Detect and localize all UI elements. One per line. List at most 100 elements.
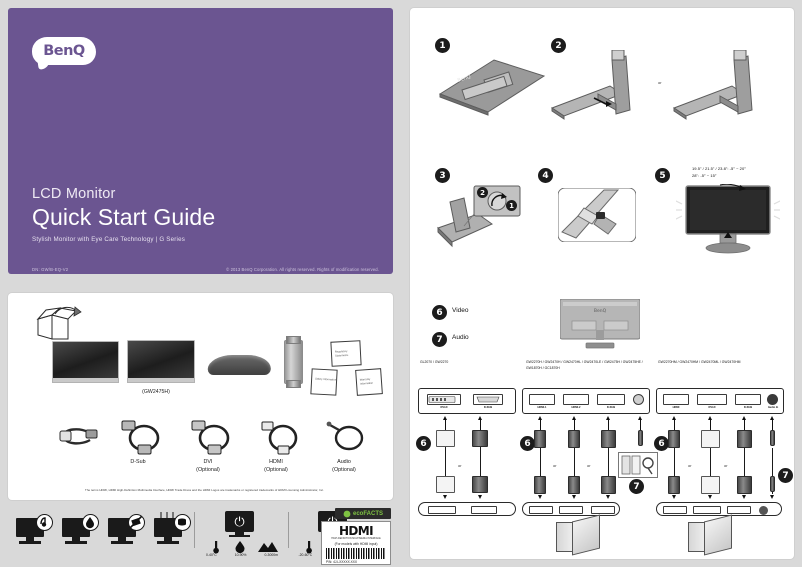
benq-logo: BenQ (32, 37, 96, 65)
dvi-cable-name: DVI (203, 459, 213, 465)
hdmi-logo-text: HDMI (338, 524, 374, 538)
cover-panel: BenQ LCD Monitor Quick Start Guide Styli… (8, 8, 393, 274)
port-hdmi-2 (563, 394, 589, 405)
legend-6-number: 6 (432, 305, 447, 320)
port-hdmi-1-label: HDMI-1 (537, 406, 547, 409)
right-column: 1 BenQ 2 (410, 8, 794, 559)
cover-subtitle: Stylish Monitor with Eye Care Technology… (32, 236, 186, 243)
speakers-illustration (618, 452, 658, 478)
pc-port-vga (727, 506, 751, 514)
cable-line (540, 448, 541, 494)
do-not-apply-pressure-icon (152, 512, 194, 550)
operating-conditions-values: 0-40°C 10-90% 0-3000m (197, 553, 287, 557)
audio-cable-icon (324, 419, 370, 460)
connection-group-1-or-label: or (458, 463, 462, 468)
vga-connector (737, 430, 752, 448)
arrow-up (742, 416, 746, 420)
legend-video-label: Video (452, 307, 469, 314)
booklet-title: Regulatory Statements (334, 349, 349, 358)
vga-connector (472, 476, 488, 493)
operating-conditions-group: 0-40°C 10-90% 0-3000m (203, 511, 281, 559)
hdmi-disclaimer: The terms HDMI, HDMI High-Definition Mul… (85, 488, 324, 492)
monitor-rear-view: BenQ (559, 298, 641, 353)
port-d-sub (473, 394, 503, 405)
port-audio-in-label: Audio In (767, 406, 779, 409)
port-d-sub-label: D-SUB (606, 406, 616, 409)
vga-connector (472, 430, 488, 447)
arrow-stem (445, 420, 447, 430)
pc-tower-illustration (688, 514, 732, 556)
arrow-down (742, 495, 746, 499)
arrow-stem (640, 420, 642, 430)
audio-cable-label: Audio (Optional) (314, 459, 374, 475)
arrow-stem (710, 420, 712, 430)
benq-logo-text: BenQ (43, 43, 85, 59)
left-column: BenQ LCD Monitor Quick Start Guide Styli… (8, 8, 393, 565)
hdmi-cable-icon (256, 418, 304, 461)
barcode (326, 548, 386, 559)
hdmi-connector (668, 476, 680, 494)
hdmi-cable-note: (Optional) (264, 466, 288, 473)
connection-group-1-models: GL2070 / GW2270 (420, 360, 449, 364)
connection-group-2-monitor-ports: HDMI-1 HDMI-2 D-SUB (522, 388, 650, 414)
cable-line (574, 448, 575, 494)
arrow-stem (608, 420, 610, 430)
hdmi-connector (568, 476, 580, 494)
connection-group-3-models: GW2270HM / GW2470HM / GW2470ML / GW2470H… (658, 360, 741, 364)
connection-group-3-monitor-ports: HDMI DVI-D D-SUB Audio In (656, 388, 784, 414)
cable-line (744, 448, 745, 494)
booklet-title: Warranty Information (359, 377, 374, 386)
power-cord-icon (58, 424, 100, 454)
port-d-sub (735, 394, 761, 405)
dvi-connector (436, 476, 455, 493)
operating-altitude: 0-3000m (264, 553, 278, 557)
open-box-icon (34, 305, 84, 343)
step-1-number: 1 (435, 38, 450, 53)
pc-port-hdmi (559, 506, 583, 514)
connection-group-1-video-marker: 6 (416, 436, 431, 451)
port-dvi-d-label: DVI-D (440, 406, 448, 409)
monitor-model-caption: (GW2475H) (142, 389, 170, 395)
arrow-up (538, 416, 542, 420)
icon-strip: 0-40°C 10-90% 0-3000m (8, 508, 393, 566)
connection-group-2-audio-marker: 7 (629, 479, 644, 494)
tilt-angle-line-2: 28": -5° ~ 15° (692, 172, 717, 178)
arrow-down (672, 495, 676, 499)
hdmi-connector (534, 430, 546, 448)
hdmi-logo-subtext: HIGH-DEFINITION MULTIMEDIA INTERFACE (331, 537, 381, 540)
legend-audio-label: Audio (452, 334, 469, 341)
step-3-marker-1: 1 (506, 200, 517, 211)
monitor-front-view-1 (51, 341, 120, 383)
port-d-sub-label: D-SUB (743, 406, 753, 409)
do-not-touch-screen-icon (14, 514, 56, 550)
step-2-or-label: or (658, 80, 662, 85)
port-dvi-d (427, 394, 461, 405)
arrow-up (638, 416, 642, 420)
cable-line (772, 448, 773, 494)
pc-tower-illustration (556, 514, 600, 556)
port-dvi-d-label: DVI-D (708, 406, 716, 409)
pc-port-dvi (428, 506, 456, 514)
arrow-stem (772, 420, 774, 430)
arrow-stem (480, 420, 482, 430)
port-audio-jack (633, 394, 644, 405)
monitor-base-part (207, 355, 272, 375)
connection-group-2-or-label-1: or (553, 463, 557, 468)
ecofacts-badge: ecoFACTS (335, 508, 391, 519)
part-number: P/N: 4J.LXXXXX.XXX (326, 560, 358, 564)
connection-group-1-pc-ports (418, 502, 516, 516)
cable-line (674, 448, 675, 494)
dvi-connector (436, 430, 455, 447)
legend-7-number: 7 (432, 332, 447, 347)
connection-group-3-audio-marker: 7 (778, 468, 793, 483)
svg-text:BenQ: BenQ (457, 74, 472, 84)
arrow-up (572, 416, 576, 420)
port-dvi-d (697, 394, 727, 405)
svg-text:BenQ: BenQ (594, 308, 607, 314)
hdmi-cable-name: HDMI (269, 459, 283, 465)
port-hdmi-2-label: HDMI-2 (571, 406, 581, 409)
dvi-cable-icon (188, 418, 236, 461)
cable-line (608, 448, 609, 494)
d-sub-cable-icon (118, 418, 166, 461)
